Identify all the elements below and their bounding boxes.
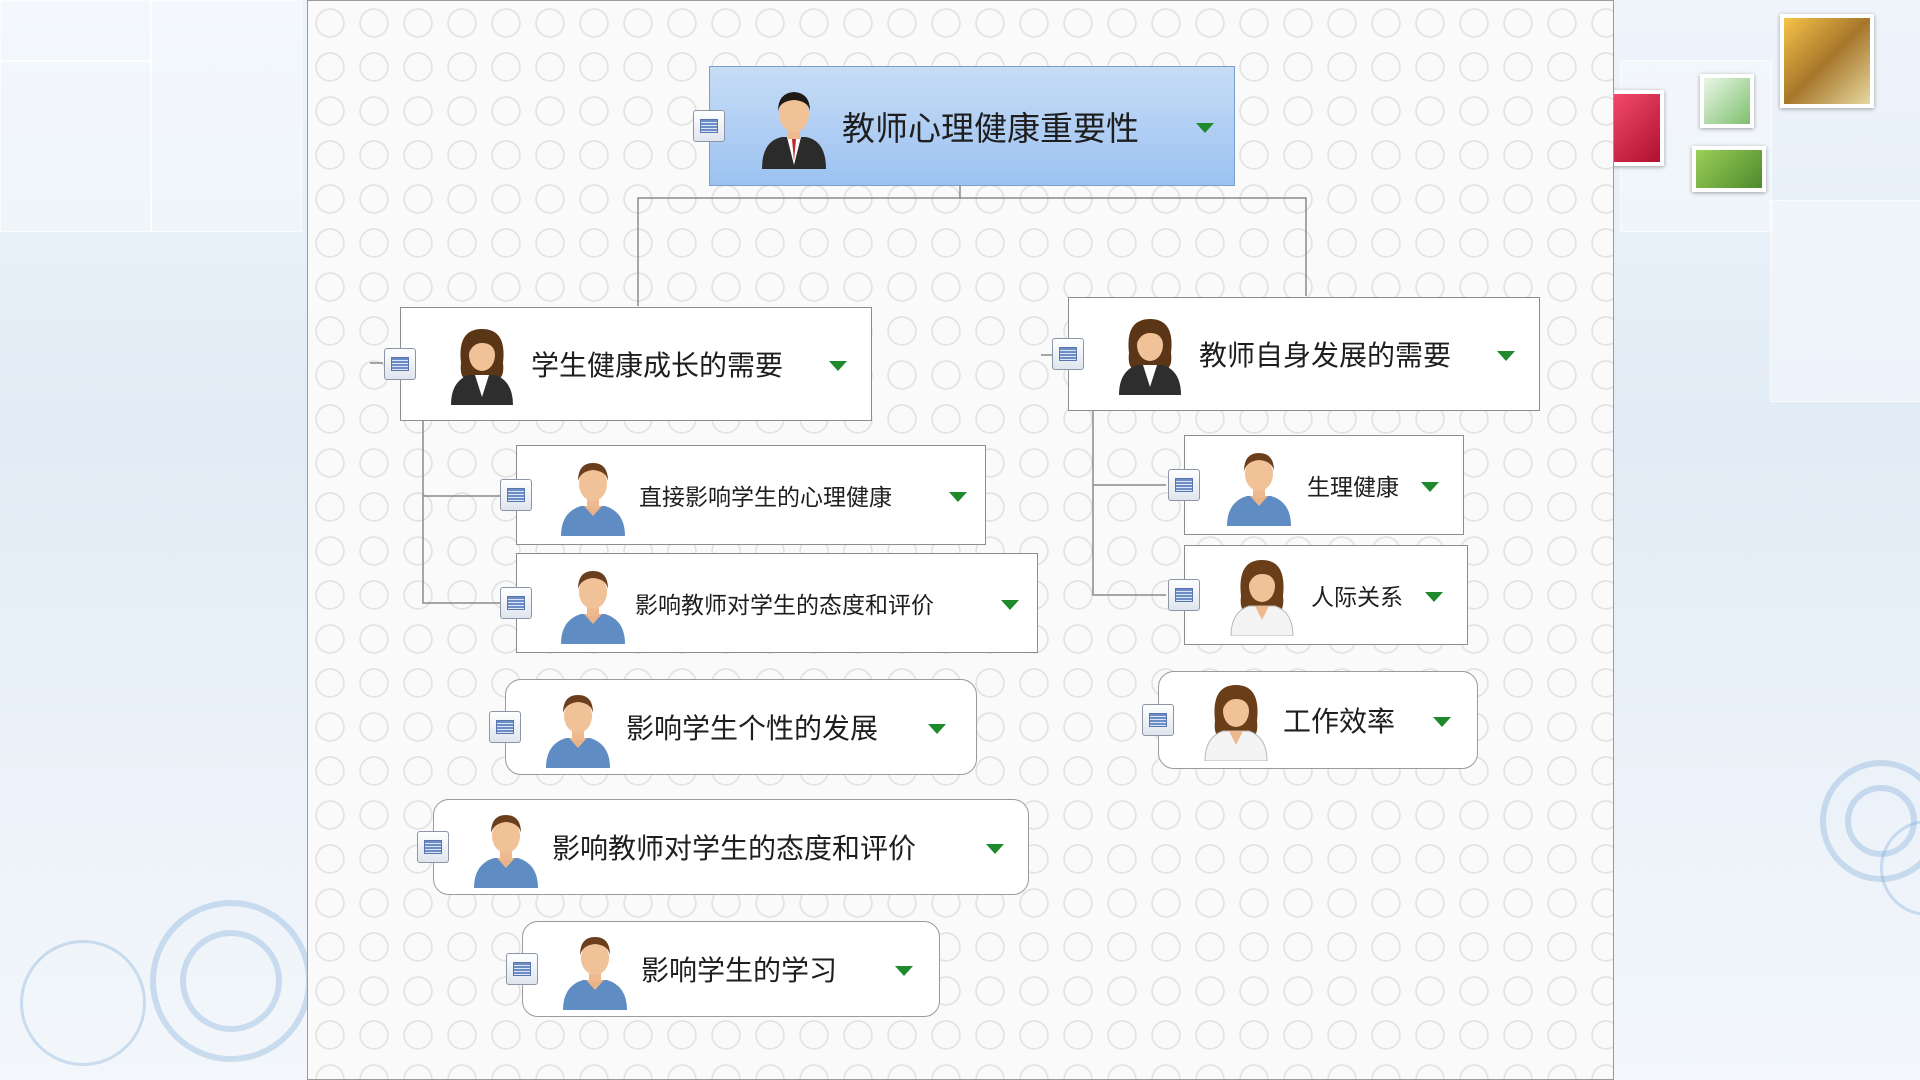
child-label: 生理健康 (1307, 475, 1399, 501)
branch-label: 教师自身发展的需要 (1199, 339, 1452, 372)
man-suit-icon (762, 92, 826, 169)
notes-icon[interactable] (1142, 704, 1174, 736)
child-label: 影响学生个性的发展 (626, 712, 879, 745)
notes-icon[interactable] (1052, 338, 1084, 370)
decorative-photo-bee (1780, 14, 1874, 108)
child-node[interactable]: 工作效率 (1142, 671, 1478, 769)
man-casual-icon (1227, 453, 1291, 526)
woman-suit-icon (451, 329, 513, 405)
man-casual-icon (546, 695, 610, 768)
child-label: 影响教师对学生的态度和评价 (552, 832, 917, 865)
dropdown-caret-icon[interactable] (1001, 600, 1019, 610)
mindmap-canvas: 教师心理健康重要性 学生健康成长的需要 教师自身发展的需要 (307, 0, 1614, 1080)
notes-icon[interactable] (1168, 579, 1200, 611)
connector-root-left (637, 186, 961, 306)
background-tile (0, 0, 152, 62)
notes-icon[interactable] (1168, 469, 1200, 501)
connector-lines (370, 186, 1307, 604)
connector-root-right (960, 197, 1307, 296)
branch-node-student-growth[interactable]: 学生健康成长的需要 (384, 307, 872, 421)
child-node[interactable]: 直接影响学生的心理健康 (500, 445, 986, 545)
dropdown-caret-icon[interactable] (1433, 717, 1451, 727)
dropdown-caret-icon[interactable] (1497, 351, 1515, 361)
dropdown-caret-icon[interactable] (829, 361, 847, 371)
decorative-photo-ladybug (1692, 146, 1766, 192)
child-label: 工作效率 (1283, 705, 1396, 738)
child-label: 人际关系 (1311, 585, 1403, 611)
notes-icon[interactable] (384, 348, 416, 380)
dropdown-caret-icon[interactable] (1425, 592, 1443, 602)
branch-node-teacher-development[interactable]: 教师自身发展的需要 (1052, 297, 1540, 411)
decorative-photo-red (1610, 90, 1664, 166)
man-casual-icon (474, 815, 538, 888)
root-label: 教师心理健康重要性 (842, 109, 1139, 148)
decorative-photo-leaf (1700, 74, 1754, 128)
man-casual-icon (561, 463, 625, 536)
decorative-swirl (180, 930, 282, 1032)
dropdown-caret-icon[interactable] (949, 492, 967, 502)
decorative-swirl (20, 940, 146, 1066)
connector-right-children (1092, 409, 1166, 596)
dropdown-caret-icon[interactable] (1421, 482, 1439, 492)
notes-icon[interactable] (417, 831, 449, 863)
man-casual-icon (563, 937, 627, 1010)
dropdown-caret-icon[interactable] (895, 966, 913, 976)
branch-label: 学生健康成长的需要 (531, 349, 784, 382)
child-node[interactable]: 影响学生个性的发展 (489, 679, 977, 775)
notes-icon[interactable] (506, 953, 538, 985)
woman-suit-icon (1119, 319, 1181, 395)
child-label: 影响教师对学生的态度和评价 (635, 593, 934, 619)
notes-icon[interactable] (693, 110, 725, 142)
child-node[interactable]: 人际关系 (1168, 545, 1468, 645)
child-node[interactable]: 影响教师对学生的态度和评价 (500, 553, 1038, 653)
man-casual-icon (561, 571, 625, 644)
woman-white-icon (1204, 685, 1268, 761)
root-node[interactable]: 教师心理健康重要性 (693, 66, 1235, 186)
child-label: 直接影响学生的心理健康 (639, 485, 892, 511)
child-label: 影响学生的学习 (641, 954, 838, 987)
child-node[interactable]: 影响教师对学生的态度和评价 (417, 799, 1029, 895)
background-tile (0, 60, 152, 232)
background-tile (1770, 200, 1920, 402)
notes-icon[interactable] (500, 479, 532, 511)
notes-icon[interactable] (489, 711, 521, 743)
woman-white-icon (1230, 560, 1294, 636)
dropdown-caret-icon[interactable] (986, 844, 1004, 854)
child-node[interactable]: 生理健康 (1168, 435, 1464, 535)
notes-icon[interactable] (500, 587, 532, 619)
background-tile (150, 0, 302, 232)
decorative-swirl (1820, 760, 1920, 882)
dropdown-caret-icon[interactable] (928, 724, 946, 734)
dropdown-caret-icon[interactable] (1196, 123, 1214, 133)
connector-left-children (422, 419, 506, 604)
child-node[interactable]: 影响学生的学习 (506, 921, 940, 1017)
